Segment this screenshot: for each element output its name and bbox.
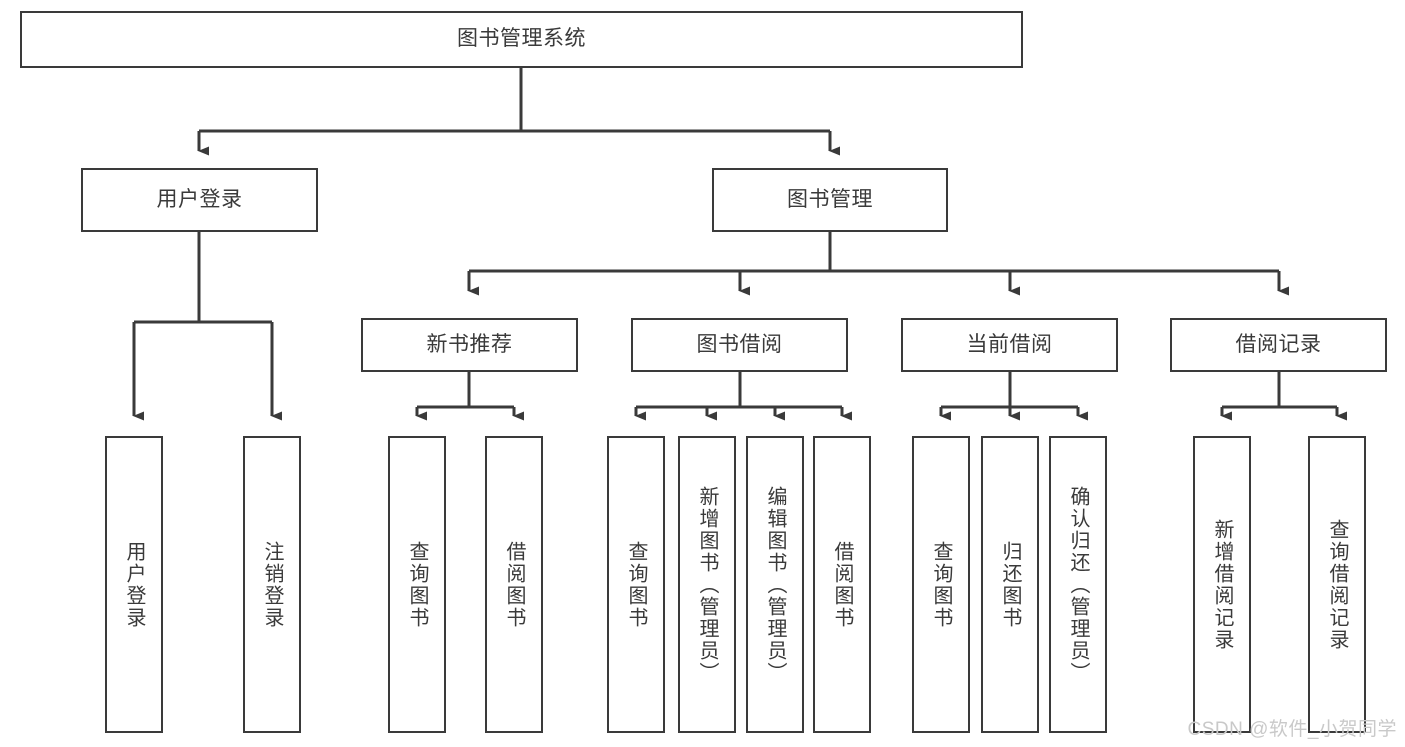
node-label: 图书管理系统	[457, 27, 586, 51]
node-label: 图书借阅	[696, 332, 783, 356]
leaf-user-login-do-login[interactable]: 用户登录	[105, 436, 163, 733]
leaf-new-book-borrow-book[interactable]: 借阅图书	[485, 436, 543, 733]
node-new-book-recommendation[interactable]: 新书推荐	[361, 318, 578, 372]
leaf-borrow-record-query-record[interactable]: 查询借阅记录	[1308, 436, 1366, 733]
node-label: 确认归还（管理员）	[1067, 485, 1089, 684]
leaf-book-borrow-edit-book-admin[interactable]: 编辑图书（管理员）	[746, 436, 804, 733]
node-label: 借阅图书	[503, 540, 525, 629]
node-label: 借阅图书	[831, 540, 853, 629]
node-label: 新增图书（管理员）	[696, 485, 718, 684]
node-root-book-management-system[interactable]: 图书管理系统	[20, 11, 1023, 68]
node-current-borrowing[interactable]: 当前借阅	[901, 318, 1118, 372]
node-book-borrowing[interactable]: 图书借阅	[631, 318, 848, 372]
leaf-current-borrow-confirm-return-admin[interactable]: 确认归还（管理员）	[1049, 436, 1107, 733]
leaf-user-login-logout[interactable]: 注销登录	[243, 436, 301, 733]
node-label: 当前借阅	[966, 332, 1053, 356]
node-label: 图书管理	[787, 187, 873, 211]
leaf-book-borrow-borrow-book[interactable]: 借阅图书	[813, 436, 871, 733]
node-label: 查询图书	[930, 540, 952, 629]
leaf-book-borrow-add-book-admin[interactable]: 新增图书（管理员）	[678, 436, 736, 733]
leaf-current-borrow-query-book[interactable]: 查询图书	[912, 436, 970, 733]
node-user-login[interactable]: 用户登录	[81, 168, 318, 232]
node-label: 归还图书	[999, 540, 1021, 629]
node-label: 查询图书	[406, 540, 428, 629]
leaf-borrow-record-add-record[interactable]: 新增借阅记录	[1193, 436, 1251, 733]
node-label: 查询借阅记录	[1326, 518, 1348, 651]
node-label: 用户登录	[123, 540, 145, 629]
node-label: 新增借阅记录	[1211, 518, 1233, 651]
node-label: 借阅记录	[1235, 332, 1322, 356]
node-label: 用户登录	[156, 187, 243, 211]
node-label: 查询图书	[625, 540, 647, 629]
node-label: 注销登录	[261, 540, 283, 629]
leaf-new-book-query-book[interactable]: 查询图书	[388, 436, 446, 733]
node-borrowing-record[interactable]: 借阅记录	[1170, 318, 1387, 372]
node-book-management[interactable]: 图书管理	[712, 168, 948, 232]
node-label: 新书推荐	[426, 332, 513, 356]
leaf-current-borrow-return-book[interactable]: 归还图书	[981, 436, 1039, 733]
node-label: 编辑图书（管理员）	[764, 485, 786, 684]
leaf-book-borrow-query-book[interactable]: 查询图书	[607, 436, 665, 733]
